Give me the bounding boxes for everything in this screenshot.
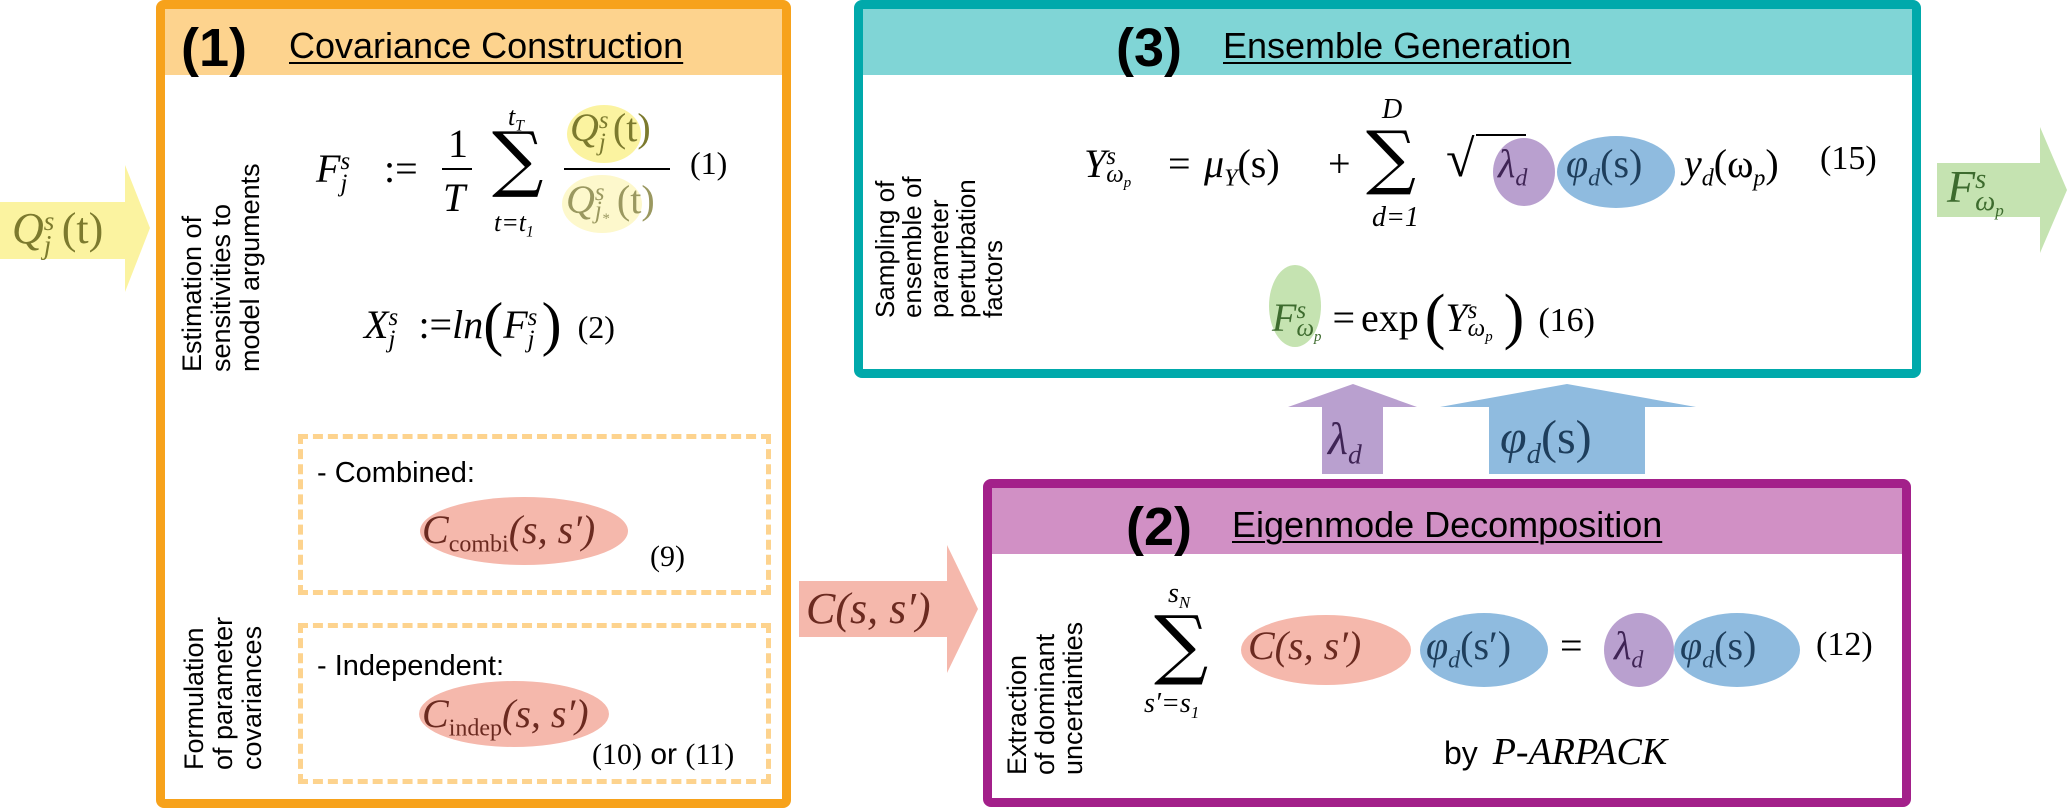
output-arrow-shape bbox=[1937, 127, 2067, 253]
sampling-section-label: Sampling of ensemble of parameter pertur… bbox=[870, 176, 1008, 318]
covariance-arrow-label: C(s, s′) bbox=[806, 584, 931, 633]
lambda-arrow-label: λd bbox=[1328, 413, 1362, 470]
combined-covariance-expression: Ccombi(s, s′) bbox=[422, 507, 596, 558]
eigenmode-decomposition-panel: (2) Eigenmode Decomposition bbox=[983, 479, 1911, 807]
phi-highlight-eq12 bbox=[1674, 613, 1800, 687]
covariance-construction-header: (1) Covariance Construction bbox=[165, 9, 782, 75]
independent-label: - Independent: bbox=[317, 650, 505, 682]
phi-highlight-eq15 bbox=[1557, 136, 1675, 208]
equation-2-tag: (2) bbox=[577, 309, 615, 345]
yellow-highlight-denominator bbox=[562, 175, 642, 233]
ensemble-generation-title: Ensemble Generation bbox=[1223, 25, 1572, 66]
independent-covariance-highlight bbox=[419, 681, 609, 747]
equation-16-tag: (16) bbox=[1538, 302, 1595, 339]
eigenmode-decomposition-header: (2) Eigenmode Decomposition bbox=[992, 488, 1902, 554]
independent-covariance-expression: Cindep(s, s′) bbox=[422, 691, 589, 742]
phi-arrow-label: φd(s) bbox=[1500, 411, 1592, 471]
estimation-section-label: Estimation of sensitivities to model arg… bbox=[177, 163, 265, 372]
covariance-arrow-shape bbox=[799, 545, 978, 673]
eigenmode-decomposition-title: Eigenmode Decomposition bbox=[1232, 504, 1663, 545]
lambda-arrow-shape bbox=[1288, 384, 1417, 474]
independent-covariance-box: - Independent: bbox=[298, 623, 771, 784]
input-arrow-shape bbox=[0, 165, 150, 292]
phi-prime-highlight-eq12 bbox=[1420, 613, 1548, 687]
combined-covariance-highlight bbox=[420, 497, 628, 565]
formulation-section-label: Formulation of parameter covariances bbox=[179, 616, 267, 770]
covariance-highlight-eq12 bbox=[1241, 615, 1411, 685]
equation-10-11-tag: (10) or (11) bbox=[592, 738, 735, 771]
lambda-highlight-eq12 bbox=[1604, 613, 1674, 687]
step-number-2: (2) bbox=[1126, 497, 1192, 557]
lambda-highlight-eq15 bbox=[1493, 138, 1555, 206]
equation-12-tag: (12) bbox=[1816, 626, 1873, 663]
ensemble-generation-panel: (3) Ensemble Generation bbox=[854, 0, 1921, 378]
ensemble-generation-header: (3) Ensemble Generation bbox=[863, 9, 1912, 75]
covariance-construction-panel: (1) Covariance Construction bbox=[156, 0, 791, 808]
yellow-highlight-numerator bbox=[567, 105, 641, 163]
perturbation-factor-highlight bbox=[1269, 265, 1321, 347]
equation-1-tag: (1) bbox=[690, 145, 728, 181]
solver-name: P-ARPACK bbox=[1492, 731, 1668, 773]
combined-label: - Combined: bbox=[317, 457, 475, 489]
phi-arrow-shape bbox=[1440, 384, 1696, 474]
equation-15-tag: (15) bbox=[1820, 140, 1877, 177]
step-number-3: (3) bbox=[1116, 18, 1182, 78]
equation-9-tag: (9) bbox=[650, 540, 685, 573]
extraction-section-label: Extraction of dominant uncertainties bbox=[1002, 621, 1088, 775]
step-number-1: (1) bbox=[181, 18, 247, 78]
solver-method-label: by P-ARPACK bbox=[1444, 731, 1668, 773]
combined-covariance-box: - Combined: bbox=[298, 434, 771, 595]
covariance-construction-title: Covariance Construction bbox=[289, 25, 684, 66]
equation-12: sN ∑ s′=s1 C(s, s′) φd(s′) = λd φd(s) (1… bbox=[1144, 578, 1873, 722]
